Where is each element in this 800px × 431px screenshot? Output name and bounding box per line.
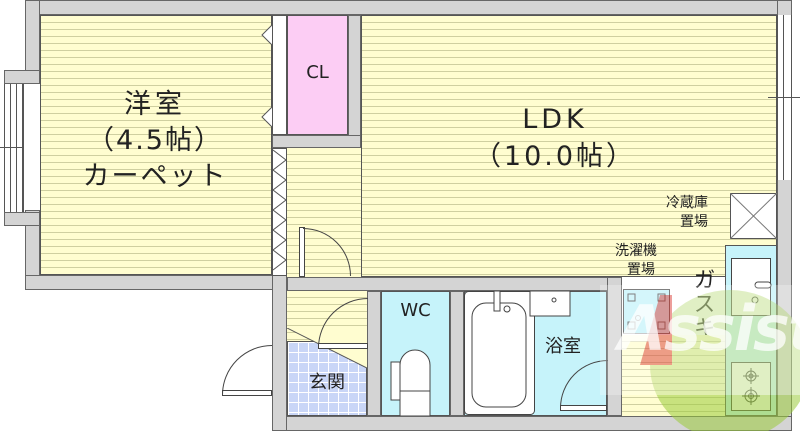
wall-bath-left: [450, 291, 464, 416]
sliding-partition: [272, 148, 287, 276]
ldk-name: LDK: [522, 104, 588, 135]
closet-doors[interactable]: [272, 15, 287, 135]
western-room-name: 洋室: [124, 89, 186, 120]
closet-wall-bottom: [272, 135, 361, 148]
assist-watermark-text: Assist: [618, 292, 800, 365]
closet-wall-right: [348, 15, 361, 148]
wall-wc-left: [367, 291, 381, 416]
toilet-icon: [390, 349, 431, 416]
western-room-floor: [40, 15, 272, 275]
entrance-label: 玄関: [309, 372, 345, 393]
bath-label: 浴室: [545, 336, 581, 357]
wall-wash-left: [607, 277, 622, 416]
closet: [287, 15, 348, 135]
window-right-mark: [768, 97, 800, 98]
washer-label-2: 置場: [627, 262, 655, 278]
fridge-space-icon: [730, 193, 777, 239]
western-room-size: （4.5帖）: [87, 125, 223, 156]
door-wc[interactable]: [318, 343, 368, 349]
outer-wall-top: [25, 0, 792, 15]
ldk-floor: [361, 15, 777, 277]
bathtub-icon: [464, 291, 571, 415]
outer-wall-bottom-left: [25, 275, 290, 290]
wall-entry-left: [272, 275, 287, 431]
window-left-frame-top: [4, 70, 40, 84]
window-left: [4, 84, 24, 212]
window-left-frame-bottom: [4, 212, 40, 226]
western-room-flooring: カーペット: [82, 161, 228, 192]
outer-wall-left-upper: [25, 0, 40, 72]
door-bath[interactable]: [560, 405, 607, 411]
toilet-label: WC: [400, 300, 431, 321]
fridge-label-1: 冷蔵庫: [666, 195, 708, 211]
closet-door-marks: [261, 24, 273, 128]
window-left-mark: [0, 147, 24, 148]
ldk-size: （10.0帖）: [473, 141, 637, 172]
fridge-label-2: 置場: [680, 214, 708, 230]
assist-watermark-logo: [600, 285, 800, 431]
washer-label-1: 洗濯機: [615, 243, 657, 259]
wall-ldk-bottom: [287, 277, 622, 291]
closet-label: CL: [306, 62, 329, 83]
